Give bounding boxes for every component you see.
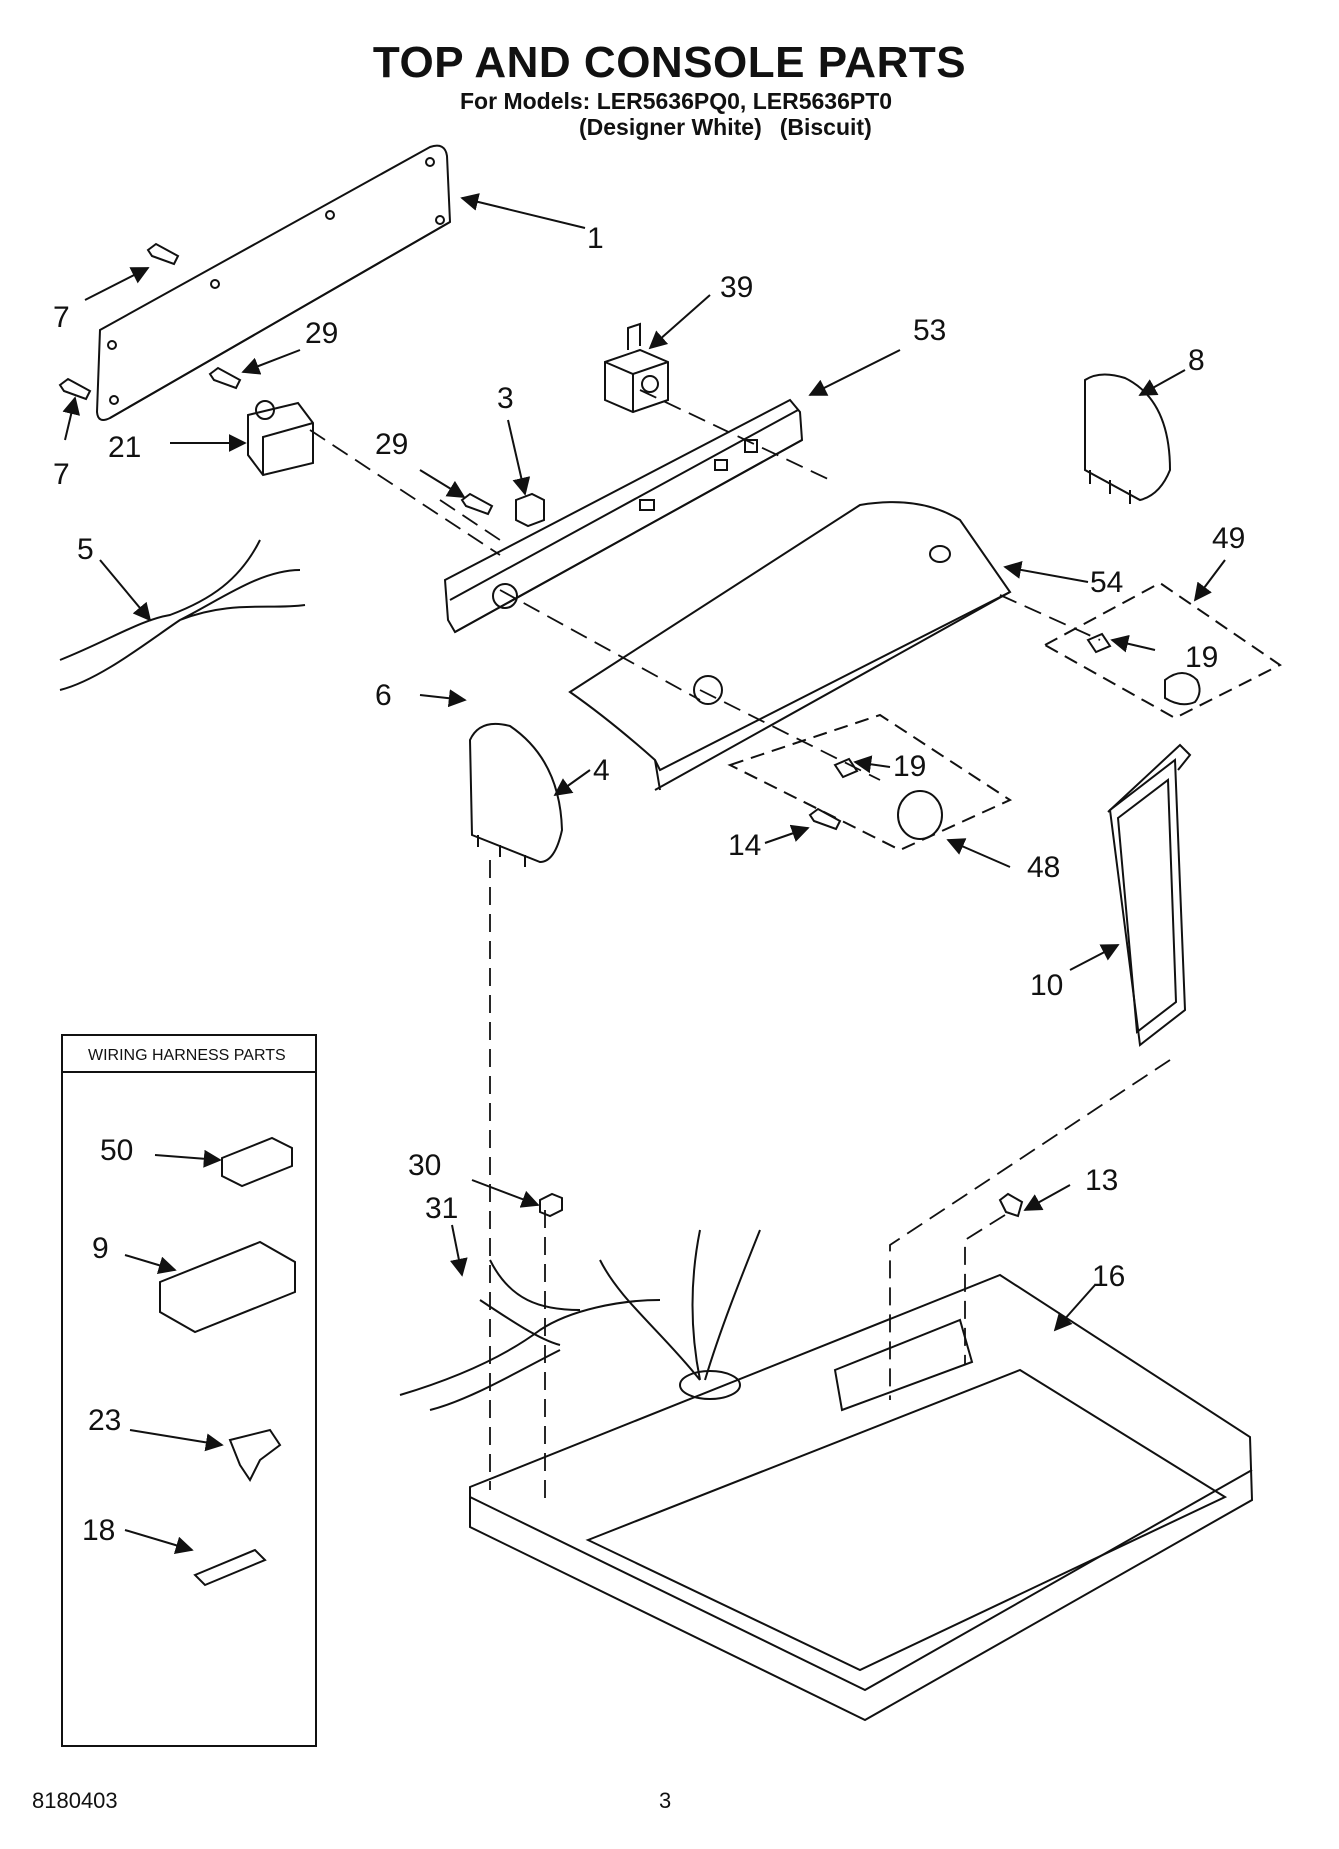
- page-number: 3: [659, 1788, 672, 1813]
- wiring-box-title: WIRING HARNESS PARTS: [88, 1047, 286, 1064]
- models-line: For Models: LER5636PQ0, LER5636PT0: [460, 88, 893, 114]
- console-cover: [568, 501, 1012, 791]
- callout-6: 6: [375, 679, 392, 712]
- timer-motor: [247, 400, 314, 477]
- knob-48: [897, 790, 943, 840]
- control-panel: [443, 398, 804, 634]
- page-title: TOP AND CONSOLE PARTS: [372, 38, 967, 87]
- color-names: (Designer White) (Biscuit): [579, 114, 890, 141]
- callout-10: 10: [1030, 969, 1063, 1002]
- callout-8: 8: [1188, 344, 1205, 377]
- callout-16: 16: [1092, 1260, 1125, 1293]
- callout-39: 39: [720, 271, 753, 304]
- callout-9: 9: [92, 1232, 109, 1265]
- screw-icon: [58, 242, 494, 516]
- callout-labels: 1 7 7 29 29 21 3 39 53 8 5 49 54 19 19 6…: [53, 222, 1245, 1547]
- callout-13: 13: [1085, 1164, 1118, 1197]
- right-end-cap: [1084, 373, 1172, 502]
- callout-5: 5: [77, 533, 94, 566]
- callout-48: 48: [1027, 851, 1060, 884]
- callout-4: 4: [593, 754, 610, 787]
- callout-54: 54: [1090, 566, 1123, 599]
- lint-screen: [1107, 743, 1192, 1047]
- kit-outline: [727, 581, 1282, 852]
- wire-harness-small: [59, 539, 306, 691]
- clip-30: [539, 1192, 563, 1218]
- callout-leaders: [62, 193, 1226, 1554]
- callout-7-top: 7: [53, 301, 70, 334]
- callout-3: 3: [497, 382, 514, 415]
- top-panel: [469, 1273, 1254, 1722]
- callout-19-right: 19: [1185, 641, 1218, 674]
- left-end-cap: [468, 722, 564, 864]
- color-designer-white: (Designer White): [579, 114, 762, 140]
- terminal-block-9: [159, 1240, 296, 1334]
- callout-23: 23: [88, 1404, 121, 1437]
- callout-30: 30: [408, 1149, 441, 1182]
- console-bracket: [515, 492, 545, 528]
- callout-49: 49: [1212, 522, 1245, 555]
- color-biscuit: (Biscuit): [779, 114, 872, 140]
- knob-49: [1164, 672, 1201, 706]
- assembly-guide-lines: [309, 389, 1171, 1500]
- callout-21: 21: [108, 431, 141, 464]
- callout-29-mid: 29: [375, 428, 408, 461]
- callout-1: 1: [587, 222, 604, 255]
- callout-7-bottom: 7: [53, 458, 70, 491]
- selector-switch: [604, 322, 669, 414]
- callout-50: 50: [100, 1134, 133, 1167]
- callout-53: 53: [913, 314, 946, 347]
- wiring-harness-box: [61, 1034, 317, 1747]
- connector-50: [221, 1136, 293, 1188]
- clip-23: [228, 1428, 282, 1482]
- callout-14: 14: [728, 829, 761, 862]
- callout-31: 31: [425, 1192, 458, 1225]
- callout-29-top: 29: [305, 317, 338, 350]
- main-wire-harness: [399, 1229, 761, 1411]
- callout-18: 18: [82, 1514, 115, 1547]
- doc-number: 8180403: [32, 1788, 118, 1813]
- callout-19-left: 19: [893, 750, 926, 783]
- screw-13: [998, 1192, 1024, 1218]
- terminal-18: [193, 1548, 267, 1587]
- rear-console-panel: [95, 144, 452, 421]
